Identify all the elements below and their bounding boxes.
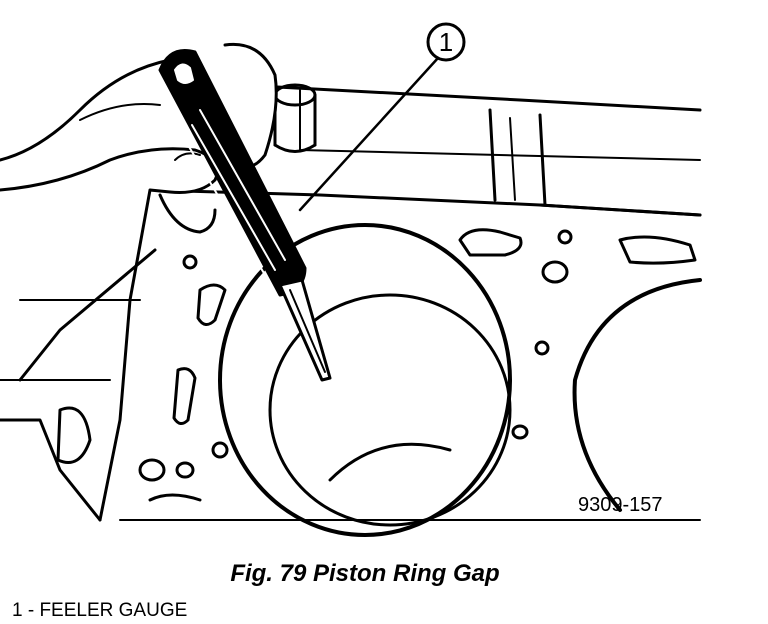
- feeler-gauge: [158, 49, 332, 382]
- figure-caption: Fig. 79 Piston Ring Gap: [230, 560, 500, 587]
- callout-1: [298, 22, 466, 212]
- legend-item: 1 - FEELER GAUGE: [12, 600, 188, 621]
- hand: [0, 42, 278, 242]
- callout-number: 1: [438, 27, 454, 57]
- adjacent-cylinder-bore: [572, 278, 702, 512]
- figure-code: 9309-157: [578, 494, 663, 516]
- engine-block-deck: [0, 83, 702, 522]
- deck-passages: [56, 228, 697, 502]
- engine-block-illustration: [0, 22, 702, 537]
- cylinder-bore: [218, 223, 512, 537]
- bolt-post: [273, 83, 317, 153]
